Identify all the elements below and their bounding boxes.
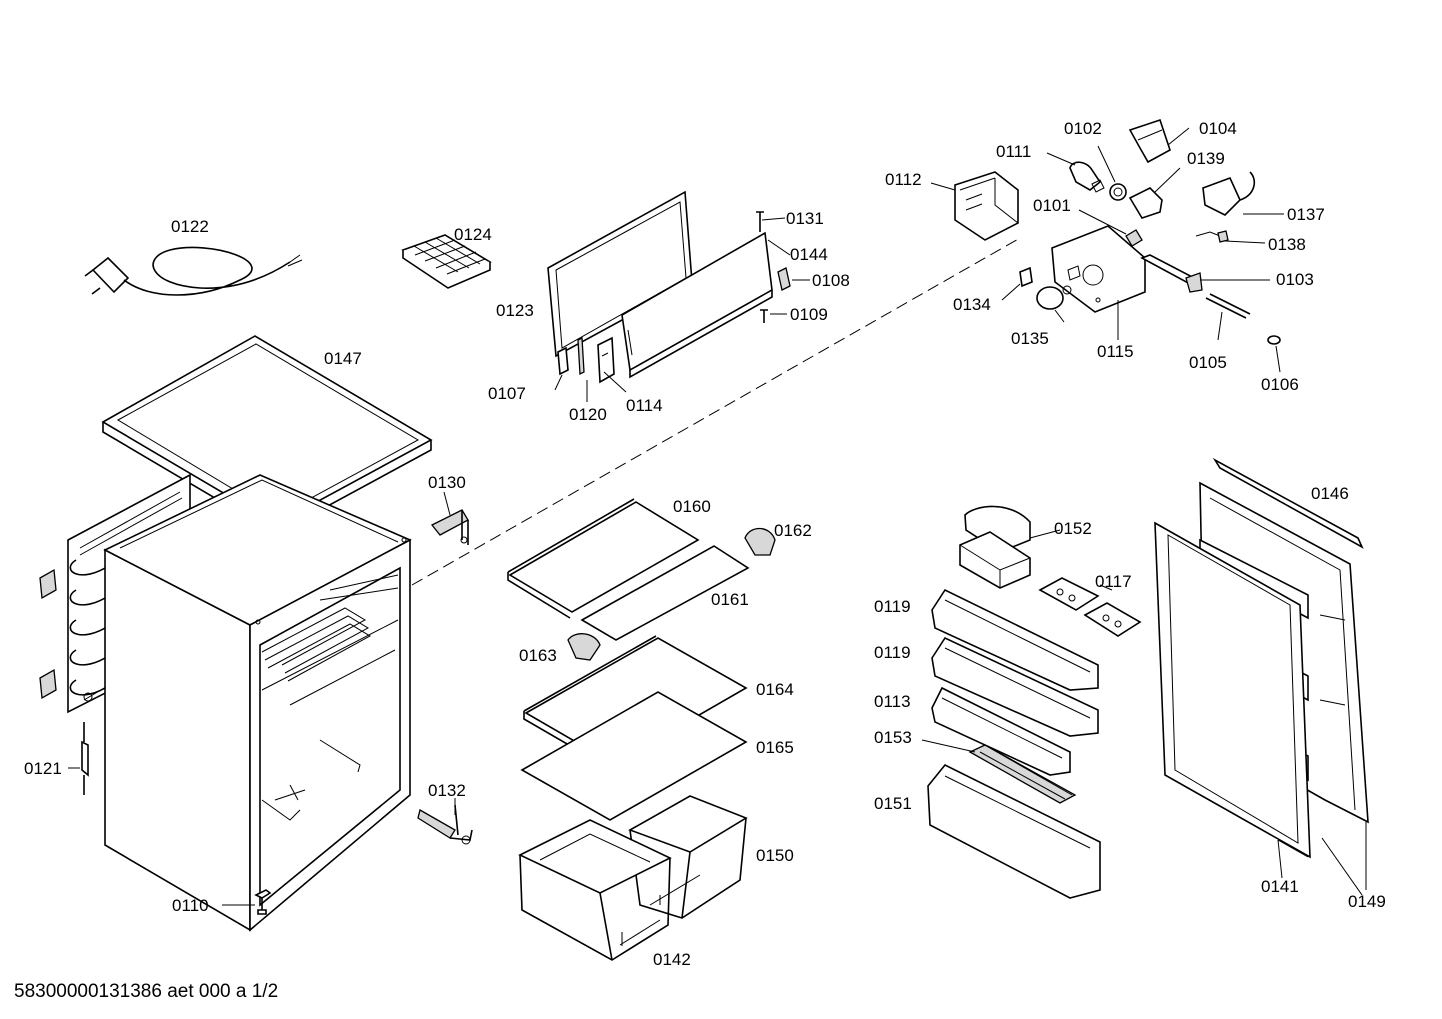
label-0109: 0109 bbox=[790, 305, 828, 324]
label-0131: 0131 bbox=[786, 209, 824, 228]
label-0132: 0132 bbox=[428, 781, 466, 800]
part-clip-0134 bbox=[1019, 266, 1033, 288]
label-0142: 0142 bbox=[653, 950, 691, 969]
label-0134: 0134 bbox=[953, 295, 991, 314]
label-0152: 0152 bbox=[1054, 519, 1092, 538]
part-glass-cover-0165 bbox=[520, 691, 748, 821]
label-0160: 0160 bbox=[673, 497, 711, 516]
label-0144: 0144 bbox=[790, 245, 828, 264]
part-drier bbox=[81, 722, 89, 795]
label-0117: 0117 bbox=[1095, 572, 1132, 591]
part-door-stop bbox=[760, 267, 791, 323]
label-0104: 0104 bbox=[1199, 119, 1237, 138]
part-probe-0105 bbox=[1205, 293, 1251, 319]
label-0107: 0107 bbox=[488, 384, 526, 403]
part-wire-0138 bbox=[1195, 230, 1229, 243]
part-door-rack-0119-b bbox=[931, 636, 1099, 737]
part-shelf-clip-0163 bbox=[567, 633, 601, 661]
part-lamp-bulb bbox=[1069, 161, 1105, 193]
label-0119-b: 0119 bbox=[874, 643, 911, 662]
label-0150: 0150 bbox=[756, 846, 794, 865]
label-0161: 0161 bbox=[711, 590, 749, 609]
label-0139: 0139 bbox=[1187, 149, 1225, 168]
label-0112: 0112 bbox=[885, 170, 922, 189]
part-crisper-left bbox=[518, 819, 672, 961]
part-switch-0139 bbox=[1128, 187, 1163, 219]
part-knob-0135 bbox=[1036, 285, 1072, 310]
part-lamp-cover bbox=[954, 171, 1019, 241]
label-0106: 0106 bbox=[1261, 375, 1299, 394]
label-0163: 0163 bbox=[519, 646, 557, 665]
part-door-gasket-0149 bbox=[1154, 521, 1311, 859]
part-glass-shelf-0160 bbox=[507, 498, 700, 619]
part-bracket-0104 bbox=[1128, 118, 1171, 164]
part-butter-lid-0152 bbox=[964, 505, 1031, 553]
part-butter-box-0152 bbox=[959, 531, 1031, 589]
label-0114: 0114 bbox=[626, 396, 663, 415]
part-door-rack-0113 bbox=[931, 686, 1071, 776]
part-cabinet bbox=[39, 473, 412, 932]
part-egg-tray-0117 bbox=[1038, 577, 1142, 637]
label-0147: 0147 bbox=[324, 349, 362, 368]
label-0108: 0108 bbox=[812, 271, 850, 290]
part-sensor-0103 bbox=[1140, 254, 1203, 293]
part-door-trim-0146 bbox=[1212, 457, 1364, 549]
label-0149: 0149 bbox=[1348, 892, 1386, 911]
part-plug-0106 bbox=[1267, 335, 1281, 345]
part-crisper-right bbox=[628, 795, 748, 919]
label-0105: 0105 bbox=[1189, 353, 1227, 372]
label-0137: 0137 bbox=[1287, 205, 1325, 224]
label-0111: 0111 bbox=[996, 142, 1031, 161]
label-0113: 0113 bbox=[874, 692, 911, 711]
label-0102: 0102 bbox=[1064, 119, 1102, 138]
label-0101: 0101 bbox=[1033, 196, 1071, 215]
label-0122: 0122 bbox=[171, 217, 209, 236]
label-0151: 0151 bbox=[874, 794, 912, 813]
label-0162: 0162 bbox=[774, 521, 812, 540]
part-hinge-bracket bbox=[430, 509, 469, 545]
part-shelf-clip-0162 bbox=[744, 527, 776, 556]
label-0138: 0138 bbox=[1268, 235, 1306, 254]
part-glass-shelf-0161 bbox=[580, 545, 750, 641]
part-freezer-handle bbox=[597, 336, 615, 384]
label-0124: 0124 bbox=[454, 225, 492, 244]
label-0119-a: 0119 bbox=[874, 597, 911, 616]
label-0141: 0141 bbox=[1261, 877, 1299, 896]
part-ice-tray bbox=[401, 234, 492, 289]
label-0130: 0130 bbox=[428, 473, 466, 492]
part-clip-0101 bbox=[1125, 229, 1143, 247]
label-0121: 0121 bbox=[24, 759, 62, 778]
leader-lines bbox=[68, 127, 1367, 906]
part-lamp-socket bbox=[1109, 183, 1127, 201]
part-door-rack-0119-a bbox=[931, 588, 1099, 691]
label-0120: 0120 bbox=[569, 405, 607, 424]
assembly-dash-line bbox=[411, 237, 1021, 586]
part-freezer-latch bbox=[557, 336, 585, 376]
part-damper-0137 bbox=[1202, 171, 1256, 216]
part-lower-hinge bbox=[417, 804, 473, 845]
part-foot-screw bbox=[254, 889, 272, 915]
label-0135: 0135 bbox=[1011, 329, 1049, 348]
part-bottle-rack-0151 bbox=[927, 763, 1101, 899]
part-power-cord bbox=[84, 246, 303, 296]
label-0153: 0153 bbox=[874, 728, 912, 747]
label-0103: 0103 bbox=[1276, 270, 1314, 289]
label-0115: 0115 bbox=[1097, 342, 1134, 361]
part-bottle-clip-0153 bbox=[968, 744, 1077, 804]
label-0165: 0165 bbox=[756, 738, 794, 757]
label-0123: 0123 bbox=[496, 301, 534, 320]
drawing-reference-code: 58300000131386 aet 000 a 1/2 bbox=[14, 981, 279, 1002]
part-control-housing bbox=[1051, 225, 1146, 313]
label-0146: 0146 bbox=[1311, 484, 1349, 503]
label-0110: 0110 bbox=[172, 896, 209, 915]
label-0164: 0164 bbox=[756, 680, 794, 699]
part-labels: 0122 0124 0123 0147 0107 0120 0114 0131 … bbox=[24, 119, 1386, 969]
part-freezer-door bbox=[621, 211, 773, 379]
